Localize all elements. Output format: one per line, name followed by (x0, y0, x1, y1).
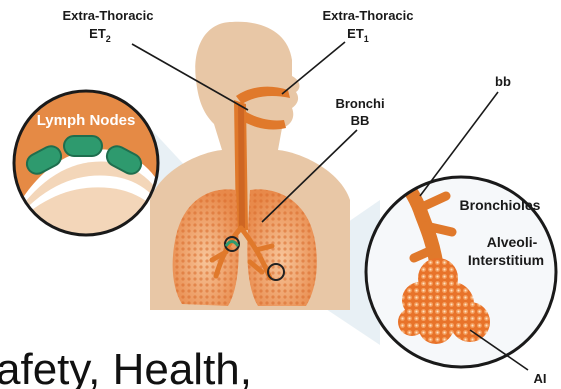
et1-label-line1: Extra-Thoracic (322, 8, 413, 23)
ai-label: AI (534, 371, 547, 386)
slide-caption: afety, Health, (0, 345, 252, 389)
lymph-node (64, 136, 102, 156)
alveoli-magnifier: Bronchioles Alveoli- Interstitium (366, 168, 556, 367)
et1-label-line2: ET1 (347, 26, 369, 44)
bronchi-label-line2: BB (351, 113, 370, 128)
et2-label-line1: Extra-Thoracic (62, 8, 153, 23)
et2-label-line2: ET2 (89, 26, 111, 44)
head (195, 22, 299, 150)
bronchi-label-line1: Bronchi (335, 96, 384, 111)
bronchioles-label: Bronchioles (460, 197, 541, 213)
bb-label: bb (495, 74, 511, 89)
alveoli-label-line2: Interstitium (468, 252, 544, 268)
alveoli-label-line1: Alveoli- (487, 234, 538, 250)
lymph-nodes-label: Lymph Nodes (37, 112, 136, 129)
